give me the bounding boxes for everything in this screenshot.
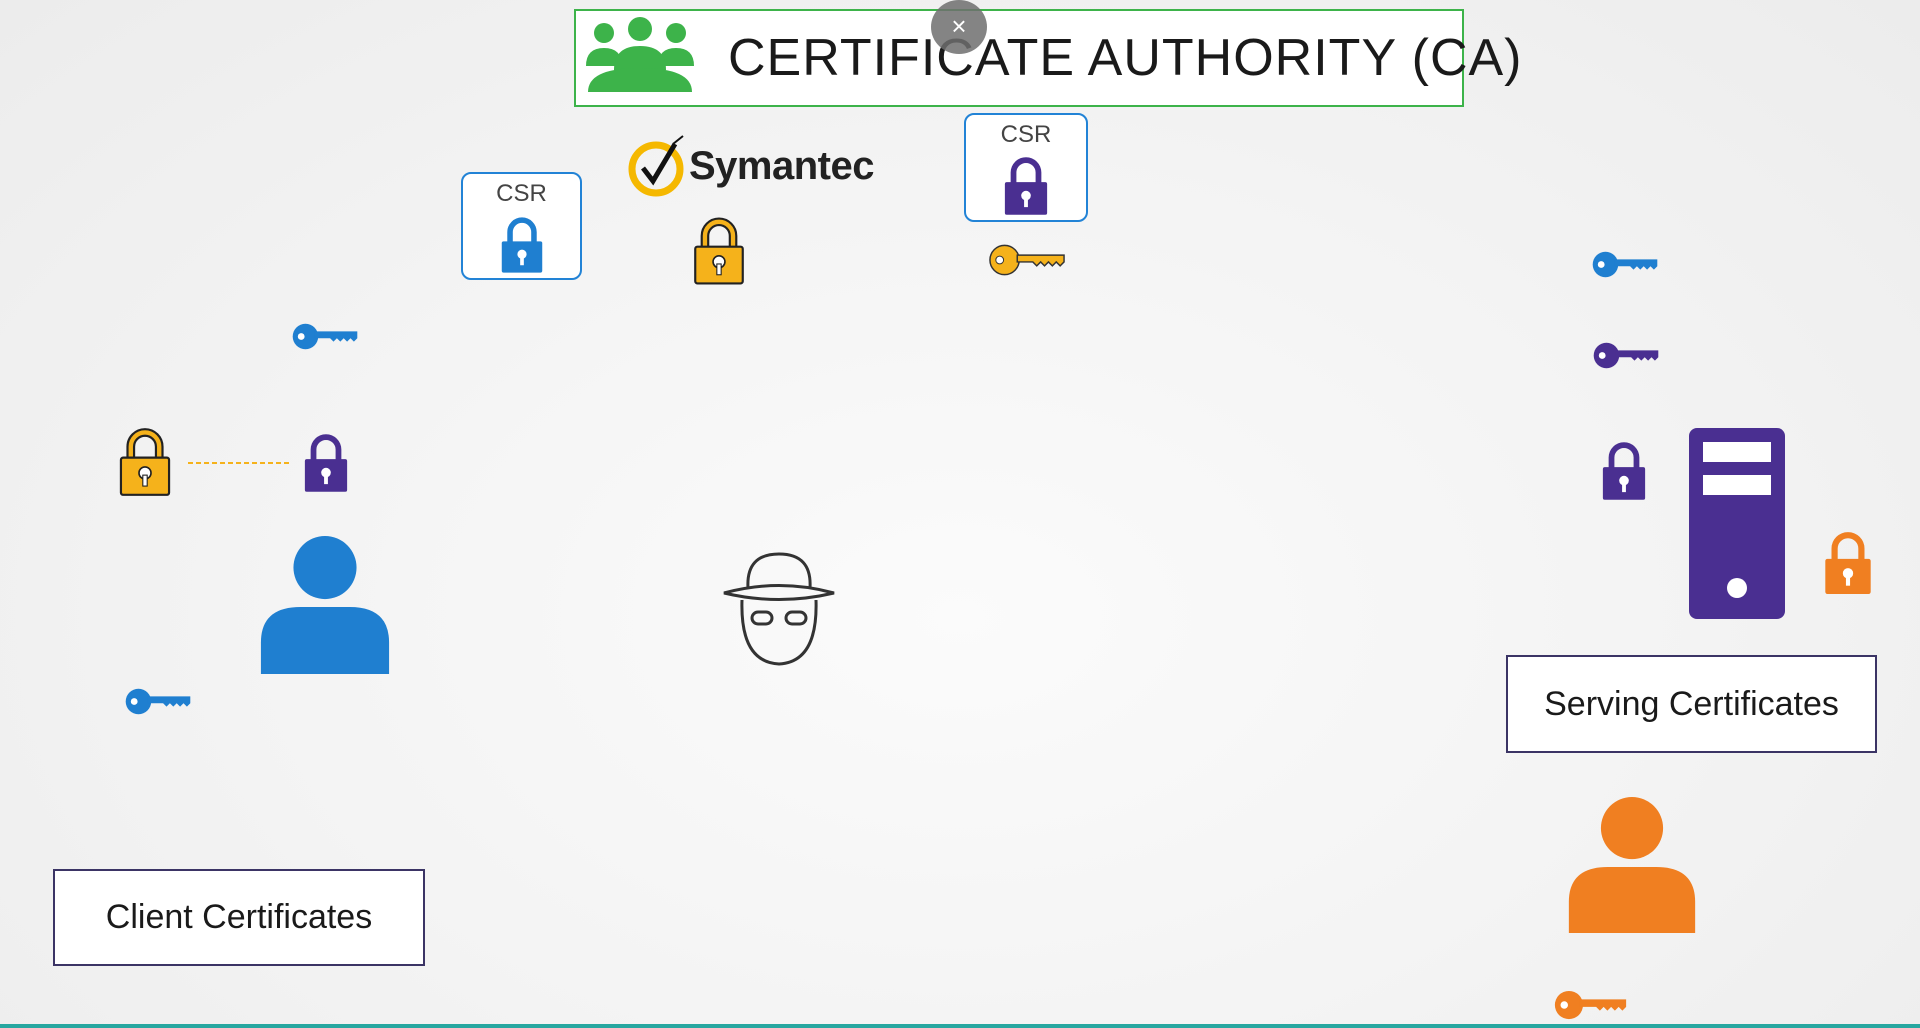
gold-lock-icon: [692, 216, 746, 286]
server-user-icon: [1567, 797, 1697, 933]
csr-card-client: CSR: [461, 172, 582, 280]
purple-key-icon: [1592, 338, 1660, 373]
orange-lock-icon: [1822, 530, 1874, 596]
gold-lock-icon: [117, 427, 173, 497]
group-icon: [586, 17, 694, 92]
ca-banner: [574, 9, 1464, 107]
close-button[interactable]: ×: [931, 0, 987, 54]
csr-label: CSR: [1000, 121, 1052, 148]
ca-title: CERTIFICATE AUTHORITY (CA): [728, 29, 1523, 87]
purple-lock-icon: [1600, 440, 1648, 502]
dashed-connector: [188, 462, 292, 464]
blue-key-icon: [124, 684, 192, 719]
bottom-progress-bar: [0, 1024, 1920, 1028]
csr-card-server: CSR: [964, 113, 1088, 222]
csr-label: CSR: [496, 180, 547, 207]
lock-icon: [1002, 155, 1050, 217]
client-certificates-label: Client Certificates: [53, 869, 425, 966]
symantec-logo-icon: [628, 135, 684, 197]
symantec-name: Symantec: [689, 144, 874, 188]
server-icon: [1689, 428, 1785, 619]
lock-icon: [499, 215, 545, 275]
client-user-icon: [260, 536, 390, 674]
serving-certificates-label: Serving Certificates: [1506, 655, 1877, 753]
gold-key-icon: [988, 240, 1066, 280]
blue-key-icon: [1591, 247, 1659, 282]
orange-key-icon: [1553, 986, 1628, 1024]
blue-key-icon: [291, 319, 359, 354]
hacker-icon: [723, 552, 835, 666]
purple-lock-icon: [302, 432, 350, 494]
